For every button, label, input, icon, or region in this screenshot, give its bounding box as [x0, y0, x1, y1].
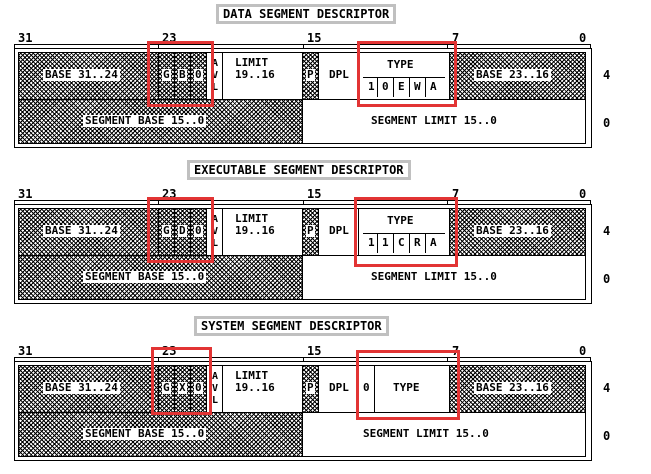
offset-label: 0 [603, 429, 611, 443]
base-31-24-field: BASE 31..24 [19, 53, 159, 99]
g-flag: G [159, 53, 175, 99]
p-flag: P [303, 366, 319, 412]
bit-ruler [14, 44, 590, 49]
upper-dword-row: BASE 31..24 G B 0 A V L LIMIT 19..16 P D… [18, 52, 586, 100]
type-field: TYPE [393, 381, 420, 394]
lower-dword-row: SEGMENT BASE 15..0 SEGMENT LIMIT 15..0 [18, 413, 586, 457]
base-23-16-field: BASE 23..16 [449, 53, 585, 99]
base-31-24-field: BASE 31..24 [19, 209, 159, 255]
upper-dword-row: BASE 31..24 G D 0 A V L LIMIT 19..16 P D… [18, 208, 586, 256]
descriptor-frame [14, 204, 592, 304]
bit-label-0: 0 [579, 344, 587, 358]
flags-highlight [147, 41, 214, 107]
segment-limit-15-0-field: SEGMENT LIMIT 15..0 [371, 270, 497, 283]
avl-flag: A V L [207, 53, 223, 99]
type-highlight [357, 41, 457, 107]
bit-label-7: 7 [452, 187, 460, 201]
descriptor-frame [14, 361, 592, 461]
type-highlight [356, 350, 460, 420]
b-flag: B [175, 53, 191, 99]
bit-label-7: 7 [452, 31, 460, 45]
type-highlight [354, 197, 458, 267]
zero-flag: 0 [191, 366, 207, 412]
segment-base-15-0-field: SEGMENT BASE 15..0 [19, 256, 303, 299]
p-flag: P [303, 209, 319, 255]
segment-limit-15-0-field: SEGMENT LIMIT 15..0 [371, 114, 497, 127]
offset-label: 4 [603, 224, 611, 238]
segment-limit-15-0-field: SEGMENT LIMIT 15..0 [363, 427, 489, 440]
g-flag: G [159, 366, 175, 412]
limit-19-16-field: LIMIT 19..16 [223, 366, 303, 412]
offset-label: 0 [603, 272, 611, 286]
dpl-field: DPL [319, 366, 359, 412]
offset-label: 0 [603, 116, 611, 130]
d-flag: D [175, 209, 191, 255]
diagram-title: SYSTEM SEGMENT DESCRIPTOR [194, 316, 389, 336]
bit-label-15: 15 [307, 344, 322, 358]
bit-label-31: 31 [18, 344, 33, 358]
type-field: TYPE 1 0 E W A [359, 53, 449, 99]
lower-dword-row: SEGMENT BASE 15..0 SEGMENT LIMIT 15..0 [18, 256, 586, 300]
segment-base-15-0-field: SEGMENT BASE 15..0 [19, 413, 303, 456]
bit-label-15: 15 [307, 187, 322, 201]
base-31-24-field: BASE 31..24 [19, 366, 159, 412]
bit-label-31: 31 [18, 187, 33, 201]
limit-19-16-field: LIMIT 19..16 [223, 209, 303, 255]
flags-highlight [147, 197, 214, 263]
bit-ruler [14, 200, 590, 205]
zero-flag: 0 [191, 209, 207, 255]
x-flag: X [175, 366, 191, 412]
flags-highlight [151, 347, 212, 415]
system-zero-bit: 0 [359, 366, 375, 412]
diagram-title: DATA SEGMENT DESCRIPTOR [216, 4, 397, 24]
bit-label-15: 15 [307, 31, 322, 45]
dpl-field: DPL [319, 53, 359, 99]
bit-label-0: 0 [579, 187, 587, 201]
base-23-16-field: BASE 23..16 [449, 209, 585, 255]
avl-flag: A V L [207, 366, 223, 412]
zero-flag: 0 [191, 53, 207, 99]
limit-19-16-field: LIMIT 19..16 [223, 53, 303, 99]
g-flag: G [159, 209, 175, 255]
diagram-title: EXECUTABLE SEGMENT DESCRIPTOR [187, 160, 411, 180]
type-field: TYPE 1 1 C R A [359, 209, 449, 255]
bit-label-0: 0 [579, 31, 587, 45]
upper-dword-row: BASE 31..24 G X 0 A V L LIMIT 19..16 P D… [18, 365, 586, 413]
base-23-16-field: BASE 23..16 [449, 366, 585, 412]
p-flag: P [303, 53, 319, 99]
descriptor-frame [14, 48, 592, 148]
offset-label: 4 [603, 381, 611, 395]
dpl-field: DPL [319, 209, 359, 255]
segment-base-15-0-field: SEGMENT BASE 15..0 [19, 100, 303, 143]
offset-label: 4 [603, 68, 611, 82]
avl-flag: A V L [207, 209, 223, 255]
lower-dword-row: SEGMENT BASE 15..0 SEGMENT LIMIT 15..0 [18, 100, 586, 144]
bit-label-31: 31 [18, 31, 33, 45]
bit-ruler [14, 357, 590, 362]
